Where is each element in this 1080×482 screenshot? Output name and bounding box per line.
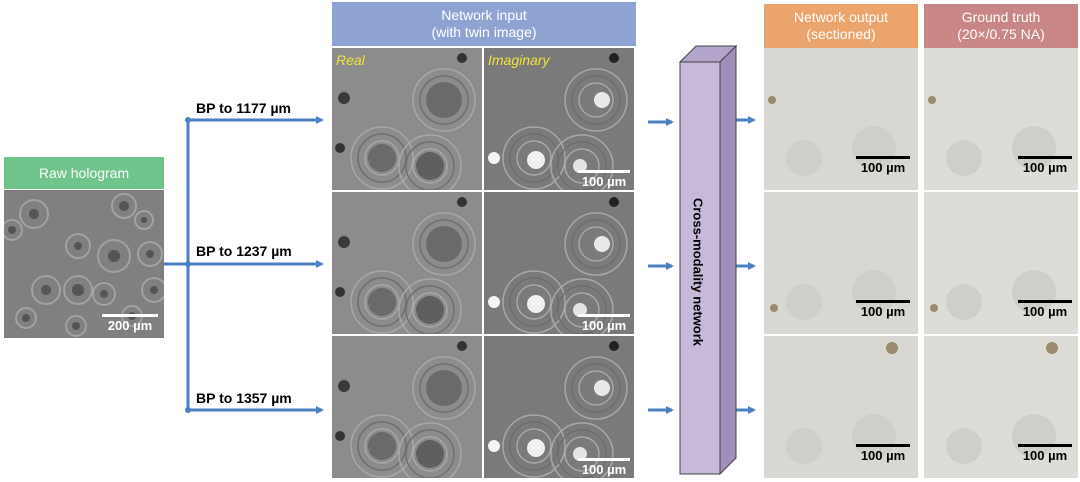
output-scale-bar-row-2: 100 µm — [856, 300, 910, 319]
branch-node-1 — [185, 117, 191, 123]
output-scale-bar-row-2-label: 100 µm — [856, 304, 910, 319]
ground-truth-title-line1: Ground truth — [962, 9, 1041, 26]
imaginary-label: Imaginary — [488, 52, 549, 68]
gt-scale-bar-row-1-label: 100 µm — [1018, 160, 1072, 175]
real-image-row-3 — [332, 336, 482, 478]
cross-modality-network-label: Cross-modality network — [691, 198, 706, 346]
imaginary-image-row-2 — [484, 192, 634, 334]
imaginary-image-row-3 — [484, 336, 634, 478]
gt-scale-bar-row-2-label: 100 µm — [1018, 304, 1072, 319]
branch-label-2: BP to 1237 µm — [196, 243, 292, 259]
gt-scale-bar-row-3-label: 100 µm — [1018, 448, 1072, 463]
gt-scale-bar-row-3: 100 µm — [1018, 444, 1072, 463]
network-output-title-line1: Network output — [794, 9, 888, 26]
raw-hologram-header: Raw hologram — [4, 157, 164, 189]
output-scale-bar-row-3: 100 µm — [856, 444, 910, 463]
network-input-title-line1: Network input — [441, 7, 527, 24]
input-scale-bar-row-3: 100 µm — [578, 458, 630, 477]
input-scale-bar-row-2-label: 100 µm — [578, 318, 630, 333]
branch-node-2 — [185, 261, 191, 267]
output-scale-bar-row-1: 100 µm — [856, 156, 910, 175]
gt-scale-bar-row-1: 100 µm — [1018, 156, 1072, 175]
gt-scale-bar-row-2: 100 µm — [1018, 300, 1072, 319]
ground-truth-title-line2: (20×/0.75 NA) — [957, 26, 1045, 43]
raw-hologram-image: 200 µm — [4, 190, 164, 338]
raw-hologram-scale-bar: 200 µm — [102, 314, 158, 333]
raw-hologram-title: Raw hologram — [39, 165, 129, 182]
output-scale-bar-row-3-label: 100 µm — [856, 448, 910, 463]
ground-truth-header: Ground truth (20×/0.75 NA) — [924, 4, 1078, 48]
network-output-header: Network output (sectioned) — [764, 4, 918, 48]
branch-label-3: BP to 1357 µm — [196, 390, 292, 406]
network-output-title-line2: (sectioned) — [806, 26, 875, 43]
raw-hologram-scale-label: 200 µm — [102, 318, 158, 333]
input-scale-bar-row-2: 100 µm — [578, 314, 630, 333]
network-input-header: Network input (with twin image) — [332, 2, 636, 46]
output-scale-bar-row-1-label: 100 µm — [856, 160, 910, 175]
branch-label-1: BP to 1177 µm — [196, 100, 291, 116]
input-scale-bar-row-1: 100 µm — [578, 170, 630, 189]
network-input-title-line2: (with twin image) — [431, 24, 536, 41]
real-image-row-1 — [332, 48, 482, 190]
branch-node-3 — [185, 407, 191, 413]
input-scale-bar-row-3-label: 100 µm — [578, 462, 630, 477]
cross-modality-network-block — [680, 46, 736, 474]
imaginary-image-row-1 — [484, 48, 634, 190]
real-label: Real — [336, 52, 365, 68]
real-image-row-2 — [332, 192, 482, 334]
input-scale-bar-row-1-label: 100 µm — [578, 174, 630, 189]
